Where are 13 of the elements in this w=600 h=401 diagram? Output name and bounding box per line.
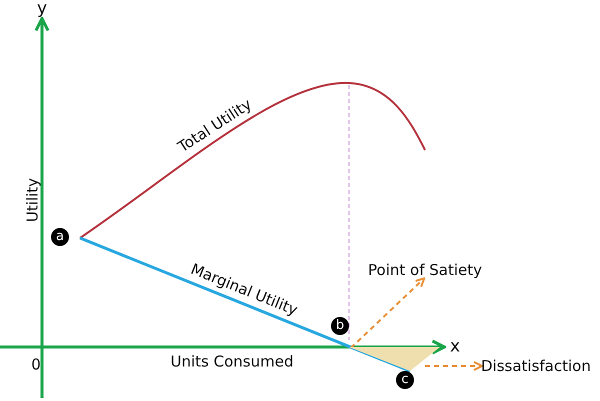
annotation-text: Dissatisfaction [481,357,591,375]
axis-label: 0 [31,358,41,372]
axis-label: y [36,0,48,18]
axis-label: Utility [26,178,40,222]
point-marker: c [396,371,414,389]
arrow [424,360,483,371]
point-marker: a [51,228,69,246]
axis-label: Units Consumed [170,354,294,370]
shaded-area [349,347,440,371]
annotation-text: Point of Satiety [368,261,482,279]
axis-label: x [450,338,460,356]
arrow [350,277,426,349]
point-marker: b [331,317,349,335]
